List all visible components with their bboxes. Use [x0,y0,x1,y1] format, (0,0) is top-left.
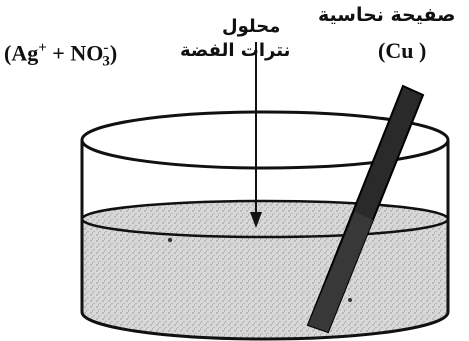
particle [348,298,352,302]
copper-symbol: (Cu ) [378,38,427,63]
solution-label-line1: محلول [222,16,281,37]
solution-label-line2: نترات الفضة [180,40,291,61]
particle [167,237,173,243]
ions-formula: (Ag+ + NO-3) [4,40,117,71]
formula-open: (Ag [4,40,39,66]
copper-plate-label: صفيحة نحاسية [318,4,456,26]
formula-plus-no: + NO [46,40,104,66]
ag-charge: + [38,40,47,56]
no3-charge: - [103,40,109,56]
copper-plate-submerged-texture [308,212,373,332]
liquid-surface [80,199,450,239]
beaker-bottom [80,311,450,341]
no3-subscript: 3 [102,53,110,70]
formula-close: ) [109,40,118,66]
beaker-rim [80,110,450,170]
solution-arrow-head [250,212,262,228]
